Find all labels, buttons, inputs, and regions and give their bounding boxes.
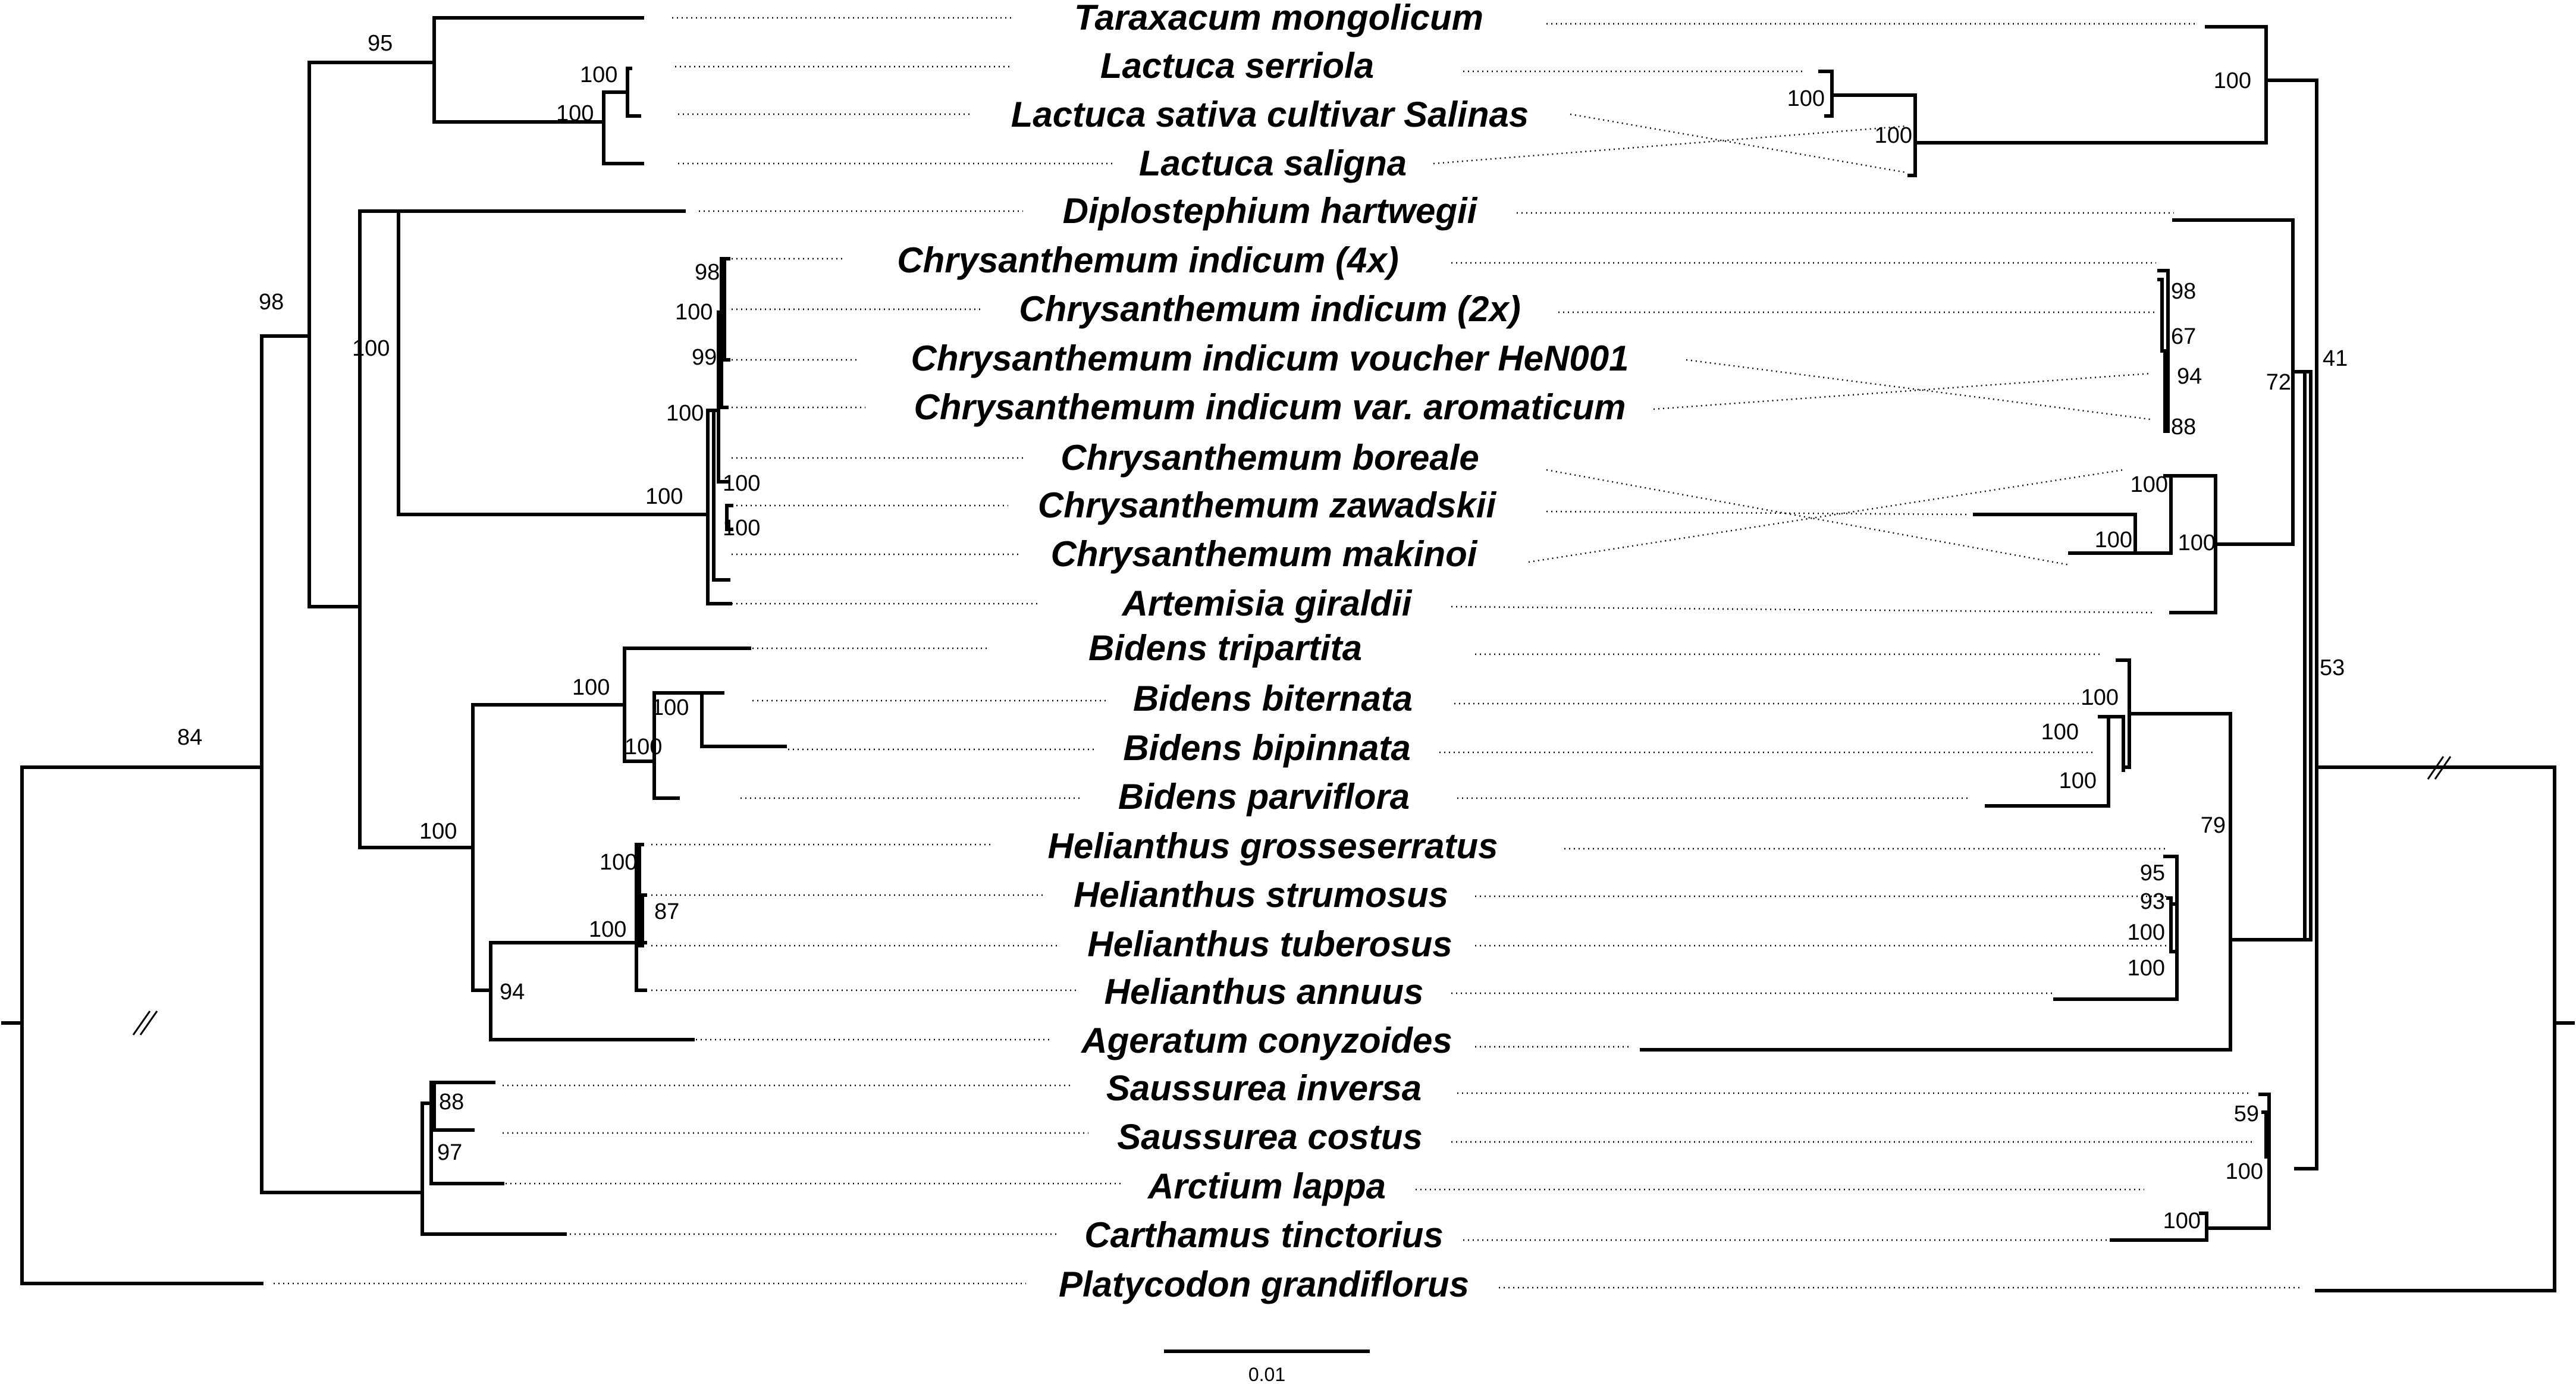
support-value: 100 [352, 336, 390, 361]
taxon-label: Chrysanthemum zawadskii [1038, 485, 1497, 525]
support-value: 41 [2323, 346, 2348, 371]
left-tree [1, 16, 787, 1285]
taxon-label: Helianthus grosseserratus [1048, 826, 1498, 866]
connector-lines [274, 17, 2302, 1289]
support-value: 100 [1875, 123, 1912, 148]
taxon-label: Helianthus tuberosus [1087, 924, 1452, 964]
left-support-values: 95 100 100 98 100 98 100 99 100 100 100 … [177, 31, 760, 1165]
support-value: 100 [2059, 768, 2097, 793]
taxon-label: Ageratum conyzoides [1080, 1021, 1452, 1060]
support-value: 100 [2163, 1209, 2201, 1234]
support-value: 100 [2128, 956, 2165, 981]
support-value: 100 [723, 471, 760, 496]
support-value: 93 [2140, 889, 2165, 914]
taxon-label: Helianthus strumosus [1074, 875, 1448, 915]
support-value: 100 [2128, 920, 2165, 945]
taxon-label: Diplostephium hartwegii [1063, 191, 1478, 231]
support-value: 87 [654, 899, 679, 924]
support-value: 95 [2140, 861, 2165, 886]
support-value: 100 [666, 401, 704, 426]
taxon-label: Lactuca sativa cultivar Salinas [1011, 95, 1529, 134]
taxon-label: Chrysanthemum makinoi [1051, 534, 1478, 574]
taxon-label: Lactuca serriola [1100, 46, 1374, 86]
support-value: 100 [723, 516, 760, 541]
taxon-label: Chrysanthemum boreale [1060, 438, 1479, 478]
taxon-label: Taraxacum mongolicum [1074, 0, 1483, 37]
support-value: 97 [437, 1140, 462, 1165]
taxon-label: Chrysanthemum indicum var. aromaticum [914, 387, 1626, 427]
taxon-label: Bidens parviflora [1118, 777, 1410, 817]
taxon-label: Platycodon grandiflorus [1059, 1264, 1469, 1304]
taxon-label: Arctium lappa [1147, 1166, 1386, 1206]
support-value: 100 [2081, 685, 2119, 710]
support-value: 100 [589, 917, 626, 942]
support-value: 100 [1787, 86, 1825, 111]
support-value: 100 [600, 850, 637, 875]
support-value: 100 [556, 101, 594, 126]
taxon-label: Saussurea inversa [1106, 1068, 1422, 1108]
support-value: 79 [2201, 813, 2226, 838]
taxon-labels: Taraxacum mongolicum Lactuca serriola La… [897, 0, 1629, 1304]
support-value: 100 [2226, 1159, 2263, 1184]
support-value: 88 [439, 1090, 464, 1115]
scale-bar: 0.01 [1164, 1350, 1370, 1384]
support-value: 100 [580, 62, 617, 87]
taxon-label: Helianthus annuus [1105, 972, 1424, 1012]
taxon-label: Saussurea costus [1117, 1117, 1423, 1157]
support-value: 100 [625, 735, 662, 760]
support-value: 100 [572, 675, 610, 700]
taxon-label: Chrysanthemum indicum (2x) [1019, 289, 1521, 329]
taxon-label: Chrysanthemum indicum voucher HeN001 [911, 338, 1629, 378]
support-value: 100 [2095, 528, 2132, 553]
taxon-label: Bidens biternata [1133, 679, 1413, 718]
support-value: 100 [675, 300, 713, 325]
support-value: 100 [645, 484, 683, 509]
support-value: 98 [259, 290, 284, 315]
support-value: 98 [2171, 279, 2196, 304]
support-value: 67 [2171, 324, 2196, 349]
support-value: 100 [419, 819, 457, 844]
taxon-label: Chrysanthemum indicum (4x) [897, 240, 1399, 280]
taxon-label: Bidens bipinnata [1123, 728, 1410, 768]
support-value: 59 [2234, 1101, 2259, 1126]
support-value: 88 [2171, 415, 2196, 440]
support-value: 72 [2266, 370, 2291, 395]
support-value: 84 [177, 725, 202, 750]
right-tree [1640, 25, 2575, 1292]
support-value: 100 [2178, 531, 2216, 556]
right-support-values: 100 100 100 98 67 94 88 100 100 100 72 4… [1787, 68, 2348, 1234]
support-value: 100 [2131, 472, 2168, 497]
support-value: 94 [500, 980, 525, 1005]
support-value: 94 [2177, 364, 2202, 389]
support-value: 99 [692, 345, 717, 370]
taxon-label: Lactuca saligna [1139, 143, 1407, 183]
support-value: 100 [651, 695, 689, 720]
support-value: 95 [368, 31, 393, 56]
scale-bar-label: 0.01 [1248, 1364, 1285, 1384]
support-value: 98 [695, 260, 720, 285]
taxon-label: Artemisia giraldii [1121, 583, 1413, 623]
taxon-label: Bidens tripartita [1088, 628, 1362, 668]
support-value: 100 [2041, 720, 2079, 745]
support-value: 100 [2214, 68, 2251, 93]
support-value: 53 [2320, 655, 2345, 680]
taxon-label: Carthamus tinctorius [1084, 1215, 1443, 1255]
